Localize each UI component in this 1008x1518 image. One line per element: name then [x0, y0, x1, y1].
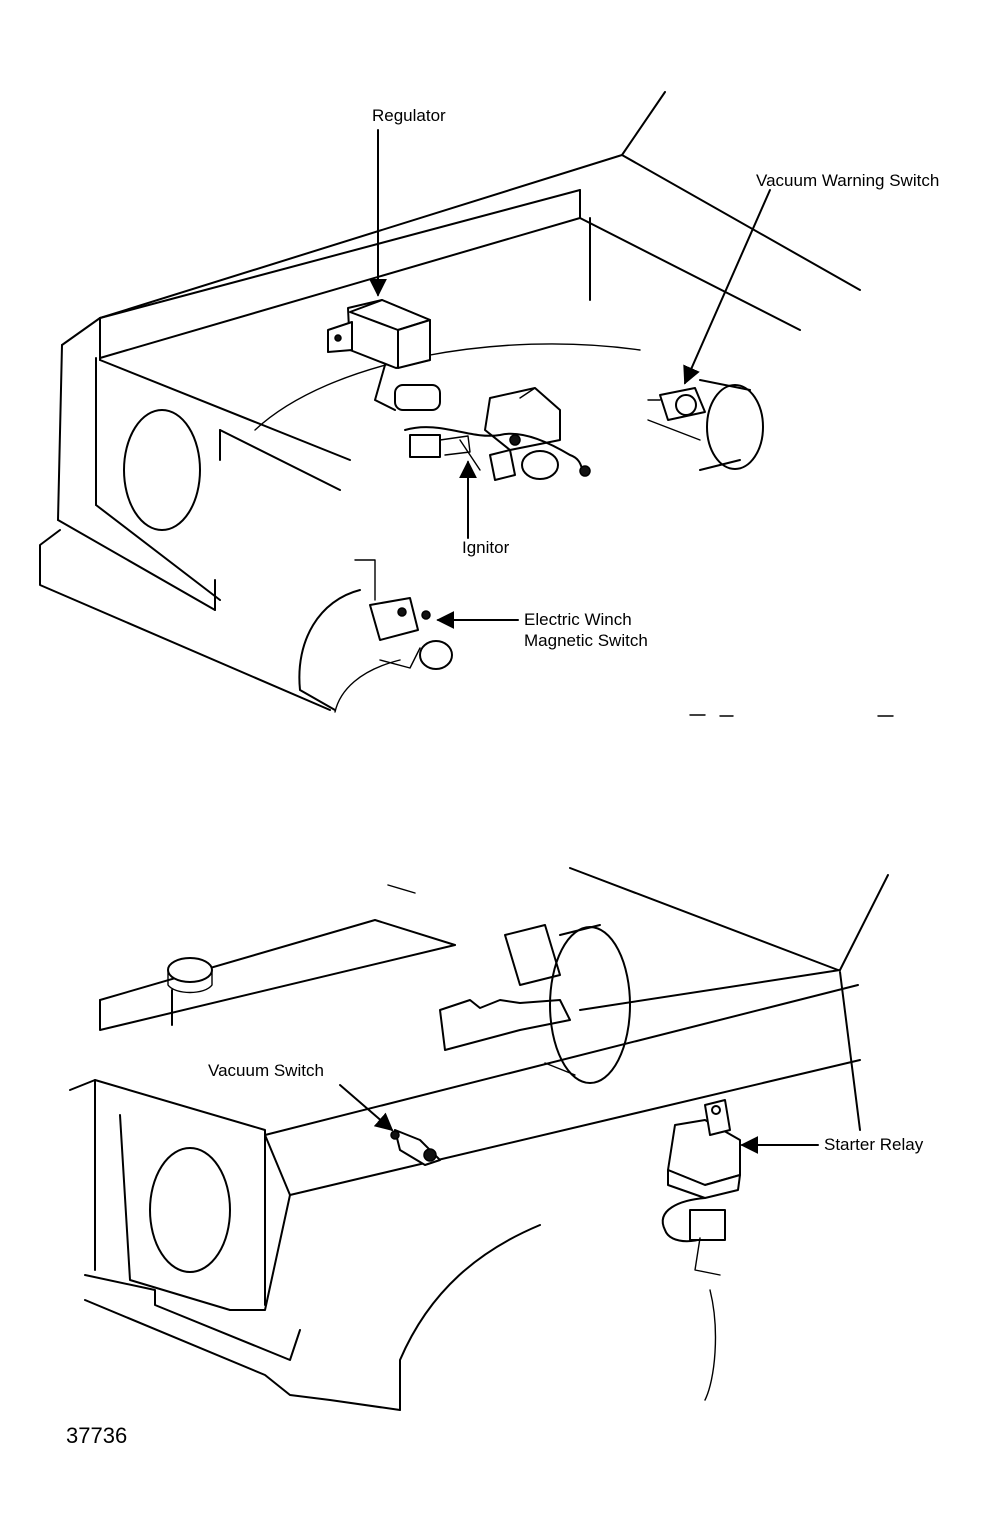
figure-number: 37736 — [66, 1423, 127, 1448]
ignitor-label: Ignitor — [462, 538, 510, 557]
regulator-label: Regulator — [372, 106, 446, 125]
starter-relay-label: Starter Relay — [824, 1135, 924, 1154]
bottom-engine-bay-illustration — [69, 867, 889, 1411]
vacuum-switch-leader — [339, 1084, 394, 1132]
vacuum-switch-label: Vacuum Switch — [208, 1061, 324, 1080]
vacuum-warning-switch-leader — [683, 189, 771, 385]
vacuum-warning-switch-label: Vacuum Warning Switch — [756, 171, 939, 190]
electric-winch-label-line1: Electric Winch — [524, 610, 632, 629]
top-engine-bay-illustration — [39, 91, 894, 717]
electric-winch-label-line2: Magnetic Switch — [524, 631, 648, 650]
